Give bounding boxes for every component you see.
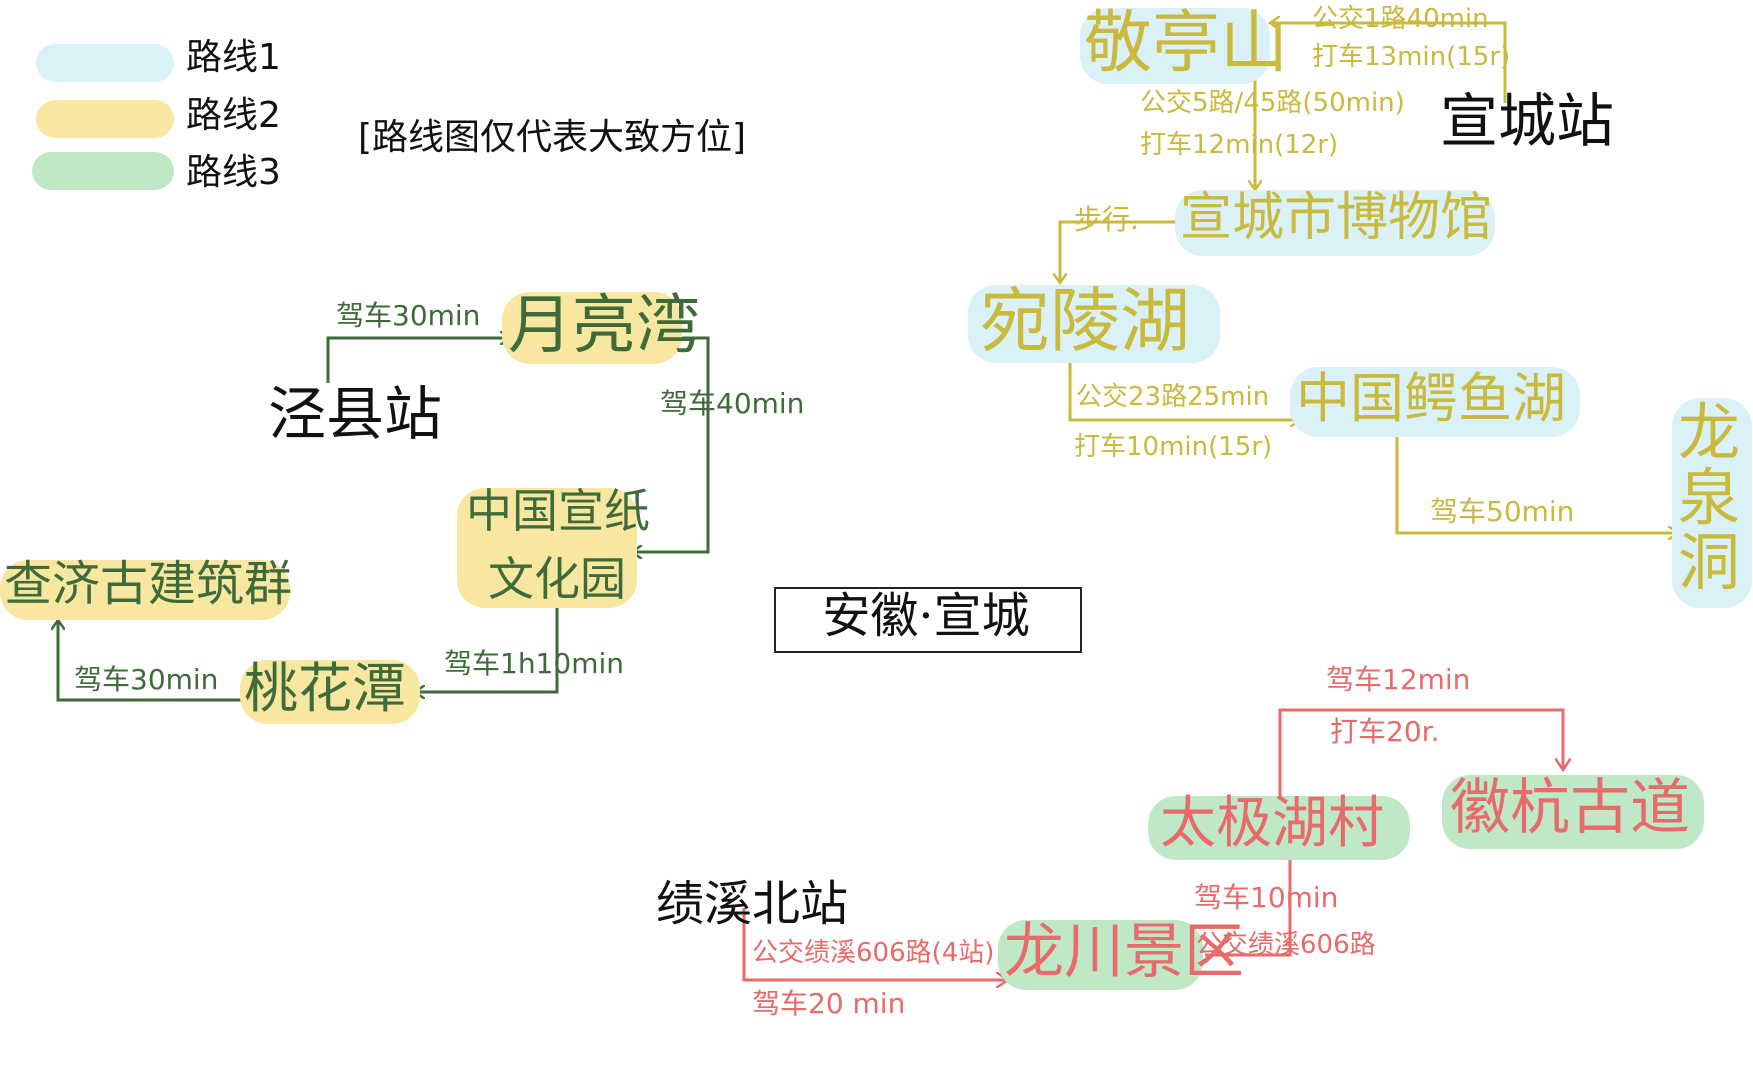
node-taohuatan: 桃花潭 bbox=[244, 657, 406, 720]
green-edge-to-taohuatan bbox=[415, 595, 559, 692]
edge-label-yellow-3: 公交5路/45路(50min) bbox=[1140, 88, 1405, 118]
red-edge-to-taiji bbox=[1205, 835, 1292, 957]
map-note: [路线图仅代表大致方位] bbox=[358, 117, 747, 158]
station-jingxian: 泾县站 bbox=[268, 380, 443, 448]
node-wanling: 宛陵湖 bbox=[980, 280, 1190, 362]
green-edge-to-yueliangwan bbox=[326, 338, 510, 383]
edge-label-red-5: 驾车12min bbox=[1326, 663, 1471, 696]
red-edge-to-huihang bbox=[1278, 708, 1563, 800]
highlight-museum bbox=[1175, 190, 1495, 256]
edge-label-red-1: 公交绩溪606路(4站) bbox=[752, 938, 995, 968]
highlight-chaji bbox=[0, 560, 290, 620]
edge-label-green-4: 驾车30min bbox=[74, 663, 219, 696]
edge-label-yellow-5: 步行. bbox=[1074, 203, 1139, 236]
highlight-xuanzhi bbox=[457, 488, 637, 608]
edge-label-green-2: 驾车40min bbox=[660, 387, 805, 420]
yellow-edge-to-jingting bbox=[1270, 23, 1507, 103]
node-xuanzhi-line2: 文化园 bbox=[488, 552, 626, 606]
edge-label-yellow-6: 公交23路25min bbox=[1076, 382, 1270, 412]
legend-label-route3: 路线3 bbox=[186, 152, 281, 193]
edge-label-red-2: 驾车20 min bbox=[752, 987, 906, 1020]
legend-label-route2: 路线2 bbox=[186, 95, 281, 136]
red-edge-to-longchuan bbox=[742, 908, 1008, 980]
edge-label-yellow-2: 打车13min(15r) bbox=[1312, 42, 1511, 72]
node-taiji: 太极湖村 bbox=[1160, 791, 1384, 856]
node-yueliangwan: 月亮湾 bbox=[508, 289, 700, 363]
edge-label-red-4: 公交绩溪606路 bbox=[1196, 930, 1376, 960]
node-huihang: 徽杭古道 bbox=[1450, 773, 1690, 843]
station-jixi-north: 绩溪北站 bbox=[656, 876, 849, 932]
legend-swatch-route1 bbox=[36, 44, 174, 82]
edge-label-red-6: 打车20r. bbox=[1330, 715, 1440, 748]
yellow-edge-to-wanling bbox=[1060, 220, 1175, 283]
legend-swatch-route2 bbox=[36, 100, 174, 138]
node-museum: 宣城市博物馆 bbox=[1180, 188, 1493, 248]
highlight-jingting bbox=[1080, 8, 1270, 84]
node-chaji: 查济古建筑群 bbox=[4, 556, 293, 612]
edge-label-yellow-1: 公交1路40min bbox=[1312, 4, 1489, 34]
highlight-huihang bbox=[1442, 775, 1704, 849]
green-edge-to-chaji bbox=[58, 620, 246, 702]
edge-label-green-3: 驾车1h10min bbox=[444, 647, 624, 680]
highlight-taiji bbox=[1148, 796, 1410, 860]
node-longchuan: 龙川景区 bbox=[1004, 917, 1244, 987]
station-xuancheng: 宣城站 bbox=[1440, 87, 1615, 155]
title-box bbox=[774, 587, 1082, 653]
edge-label-green-1: 驾车30min bbox=[336, 299, 481, 332]
node-xuanzhi-line1: 中国宣纸 bbox=[466, 484, 650, 538]
highlight-taohuatan bbox=[240, 660, 420, 724]
highlight-crocodile bbox=[1290, 367, 1580, 437]
map-title: 安徽·宣城 bbox=[822, 588, 1030, 644]
highlight-yueliangwan bbox=[502, 292, 682, 364]
legend-swatch-route3 bbox=[32, 152, 174, 190]
edge-label-red-3: 驾车10min bbox=[1194, 881, 1339, 914]
node-longquan: 龙泉洞 bbox=[1678, 396, 1741, 600]
edge-label-yellow-7: 打车10min(15r) bbox=[1074, 432, 1273, 462]
highlight-wanling bbox=[968, 285, 1220, 363]
edge-label-yellow-8: 驾车50min bbox=[1430, 495, 1575, 528]
yellow-edge-to-crocodile bbox=[1068, 355, 1300, 420]
edge-label-yellow-4: 打车12min(12r) bbox=[1140, 130, 1339, 160]
node-jingting: 敬亭山 bbox=[1084, 4, 1289, 83]
yellow-edge-to-longquan bbox=[1395, 430, 1678, 533]
highlight-longquan bbox=[1672, 398, 1752, 608]
node-crocodile: 中国鳄鱼湖 bbox=[1296, 367, 1566, 430]
highlight-longchuan bbox=[998, 920, 1203, 990]
legend-label-route1: 路线1 bbox=[186, 37, 281, 78]
